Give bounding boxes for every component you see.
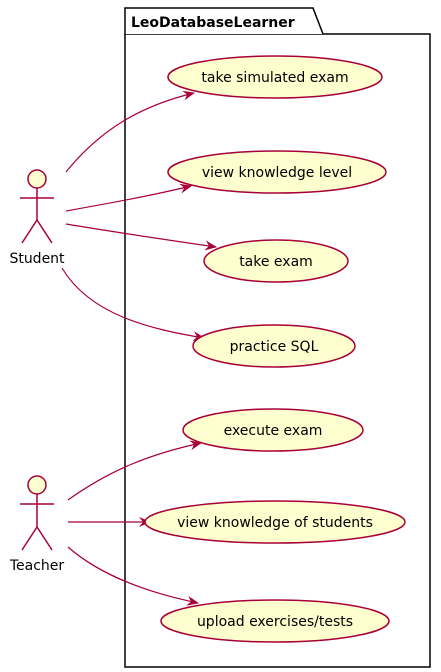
association-student-take-simulated-exam bbox=[65, 90, 195, 173]
use-case-label: take exam bbox=[239, 254, 313, 270]
association-student-practice-sql bbox=[61, 267, 205, 342]
use-case-view-knowledge-of-students: view knowledge of students bbox=[144, 500, 406, 544]
use-case-label: view knowledge level bbox=[202, 165, 352, 181]
use-case-label: practice SQL bbox=[230, 339, 319, 355]
use-case-label: upload exercises/tests bbox=[197, 614, 353, 630]
actor-student: Student bbox=[9, 169, 65, 267]
actor-label: Student bbox=[9, 251, 65, 267]
use-case-label: view knowledge of students bbox=[177, 515, 373, 531]
use-case-label: take simulated exam bbox=[201, 70, 348, 86]
stick-figure-icon bbox=[20, 169, 54, 244]
association-teacher-execute-exam bbox=[67, 440, 202, 501]
use-case-execute-exam: execute exam bbox=[182, 408, 364, 452]
use-case-view-knowledge-level: view knowledge level bbox=[167, 150, 387, 194]
use-case-take-exam: take exam bbox=[203, 239, 349, 283]
system-title: LeoDatabaseLearner bbox=[131, 15, 295, 31]
association-student-view-knowledge-level bbox=[65, 183, 192, 212]
association-teacher-upload-exercises bbox=[67, 546, 199, 606]
use-case-practice-sql: practice SQL bbox=[192, 324, 356, 368]
actor-teacher: Teacher bbox=[9, 475, 65, 574]
use-case-upload-exercises-tests: upload exercises/tests bbox=[160, 599, 390, 643]
stick-figure-icon bbox=[20, 475, 54, 551]
actor-label: Teacher bbox=[9, 558, 65, 574]
association-student-take-exam bbox=[65, 223, 217, 251]
use-case-take-simulated-exam: take simulated exam bbox=[167, 55, 383, 99]
use-case-label: execute exam bbox=[224, 423, 323, 439]
associations bbox=[61, 90, 217, 606]
